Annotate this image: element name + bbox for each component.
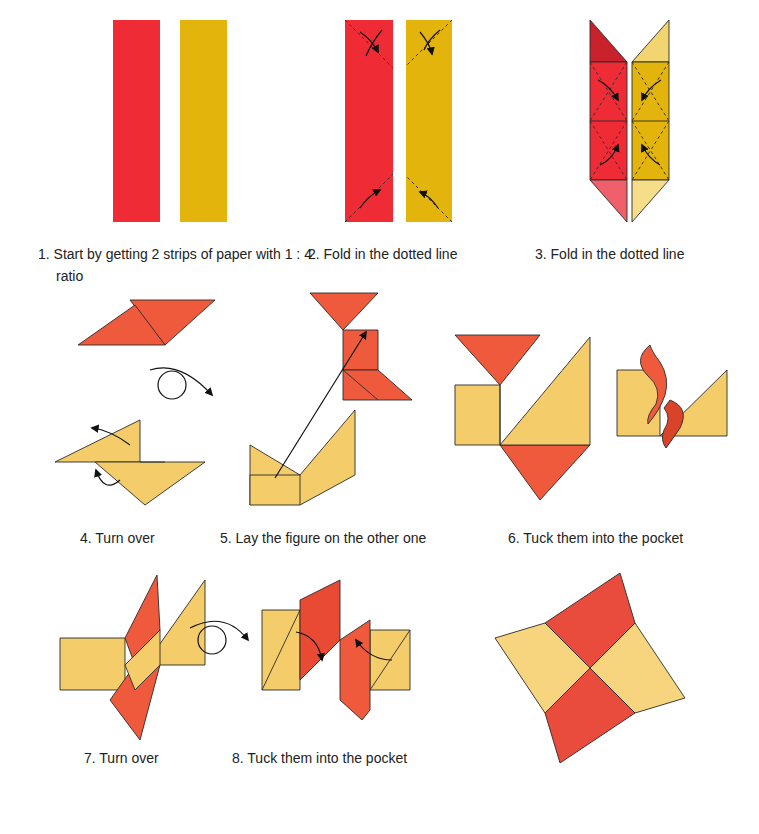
step-caption: 7. Turn over [84,747,224,769]
step-caption: 6. Tuck them into the pocket [508,527,748,549]
step-caption: 1. Start by getting 2 strips of paper wi… [38,243,318,287]
step-caption: 4. Turn over [80,527,220,549]
fold-strips [345,20,452,222]
yellow-strip [180,20,227,222]
step-caption: 8. Tuck them into the pocket [232,747,462,769]
turn-over-figure [60,575,248,740]
red-strip [113,20,160,222]
tuck-pieces [455,335,727,500]
finished-star [495,573,685,763]
lay-pieces [250,293,412,505]
tuck-figure [262,580,410,720]
folded-strips [590,20,669,222]
step-caption: 2. Fold in the dotted line [308,243,518,265]
turn-over-pieces [55,300,215,505]
step-caption: 5. Lay the figure on the other one [220,527,490,549]
step-caption: 3. Fold in the dotted line [535,243,745,265]
